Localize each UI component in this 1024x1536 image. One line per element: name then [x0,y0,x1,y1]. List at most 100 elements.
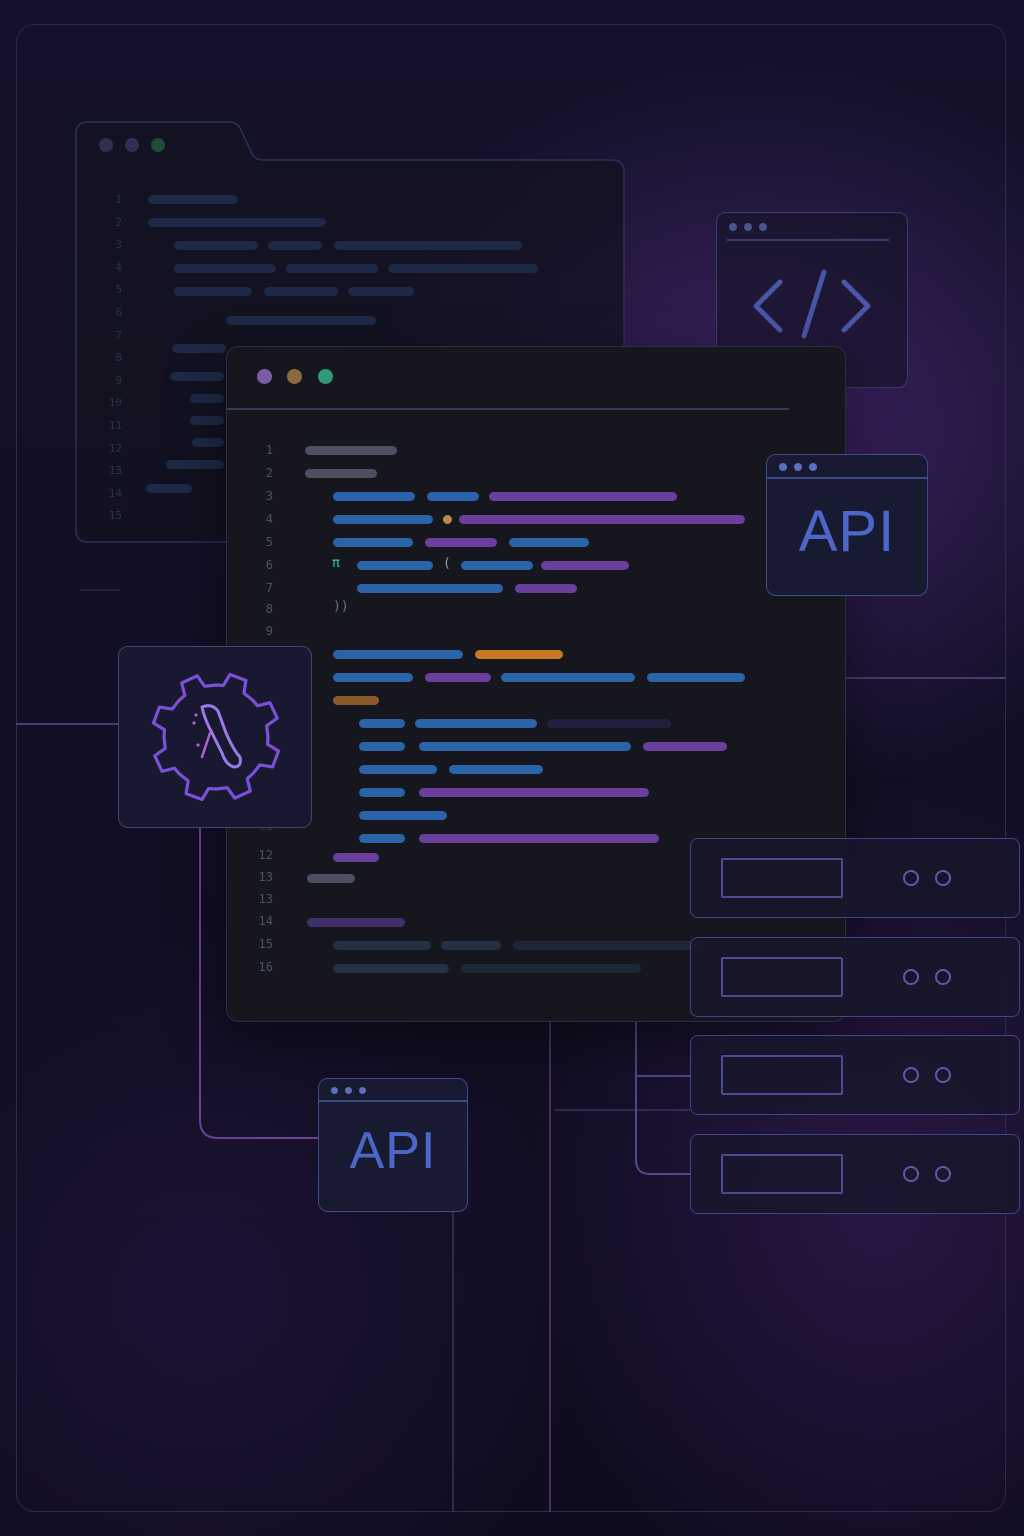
code-brackets-icon [753,269,871,339]
window-divider [727,239,889,241]
code-token-bar [359,742,405,751]
line-number: 15 [258,937,273,951]
server-status-led [935,968,951,985]
line-number: 12 [108,441,122,455]
code-token-bar [388,264,538,273]
code-token-bar [449,765,543,774]
line-number: 3 [265,489,273,503]
gear-wrench-icon [151,672,281,802]
line-number: 9 [265,624,273,638]
code-token-bar [333,650,463,659]
api-badge-window-bottom[interactable]: API [318,1078,468,1212]
line-number: 14 [108,486,122,500]
code-token-bar [509,538,589,547]
line-number: 1 [265,443,273,457]
line-number: 15 [108,509,122,523]
code-token-bar [425,538,497,547]
code-token-bar [501,673,635,682]
code-token-bar [148,218,326,227]
window-dot [779,463,787,471]
code-token-bar [461,964,641,973]
line-number: 6 [115,306,122,319]
api-label: API [349,1122,437,1180]
code-token-bar [359,788,405,797]
window-dot [744,223,752,231]
code-token-bar [146,484,192,493]
line-number: 14 [258,914,273,928]
code-token-bar [170,372,224,381]
code-token-bar [419,834,659,843]
code-token-bar [148,195,238,204]
server-status-led [935,1067,951,1083]
code-token-bar [415,719,537,728]
server-unit[interactable] [690,936,1020,1017]
code-token-bar [461,561,533,570]
code-token-bar [334,241,522,250]
line-number: 13 [258,870,273,884]
code-token-bar [174,241,258,250]
window-dot [759,223,767,231]
code-token-bar [427,492,479,501]
code-token-bar [425,673,491,682]
code-token-bar [307,874,355,883]
code-token-bar [359,834,405,843]
code-token-bar [333,673,413,682]
line-number: 4 [265,512,273,526]
line-number: 8 [265,602,273,616]
code-token-bar [489,492,677,501]
code-token-bar [359,719,405,728]
code-token-bar [547,719,671,728]
line-number: 7 [115,328,122,342]
code-token-bar [333,538,413,547]
line-number: 2 [265,466,273,480]
line-number: 7 [265,581,273,595]
code-token-bar [459,515,745,524]
code-token-bar [333,853,379,862]
window-divider [767,477,927,479]
server-drive-slot [721,1055,843,1095]
code-token-bar [357,561,433,570]
code-token-bar [348,287,414,296]
server-status-led [903,1067,919,1083]
server-unit[interactable] [690,1035,1020,1115]
line-number: 11 [108,419,122,432]
code-token-bar [333,696,379,705]
line-number: 12 [258,848,273,862]
code-token-bar [333,964,449,973]
code-token-bar [166,460,224,469]
code-token-bar [264,287,338,296]
settings-gear-box[interactable] [118,646,312,828]
window-close-dot[interactable] [257,369,272,384]
code-token-bar [172,344,226,353]
line-number: 13 [108,464,122,478]
line-number: 5 [115,283,122,297]
code-token-bar [441,941,501,950]
line-number: 16 [258,960,273,974]
code-token-bar [190,394,224,403]
code-token-bar [174,287,252,296]
code-token-bar [643,742,727,751]
line-number: 10 [108,396,122,410]
code-token-bar [286,264,378,273]
code-open-paren-glyph: ( [443,556,451,571]
main-code-editor-window: 12345678912131314151611 )) ( π [226,346,846,1022]
code-token-bar [307,918,405,927]
window-dot [359,1087,366,1094]
line-number: 9 [115,373,122,387]
code-token-bar [541,561,629,570]
code-token-bar [333,515,433,524]
code-dot-token [443,515,452,524]
window-maximize-dot[interactable] [318,369,333,384]
server-unit[interactable] [690,838,1020,918]
line-number: 8 [115,351,122,365]
server-drive-slot [721,858,843,898]
code-token-bar [359,765,437,774]
window-minimize-dot[interactable] [287,369,302,384]
api-badge-window-right[interactable]: API [766,454,928,596]
code-token-bar [268,241,322,250]
outer-frame [16,24,1006,1512]
code-token-bar [357,584,503,593]
server-unit[interactable] [690,1133,1020,1214]
code-token-bar [190,416,224,425]
api-label: API [798,499,896,564]
